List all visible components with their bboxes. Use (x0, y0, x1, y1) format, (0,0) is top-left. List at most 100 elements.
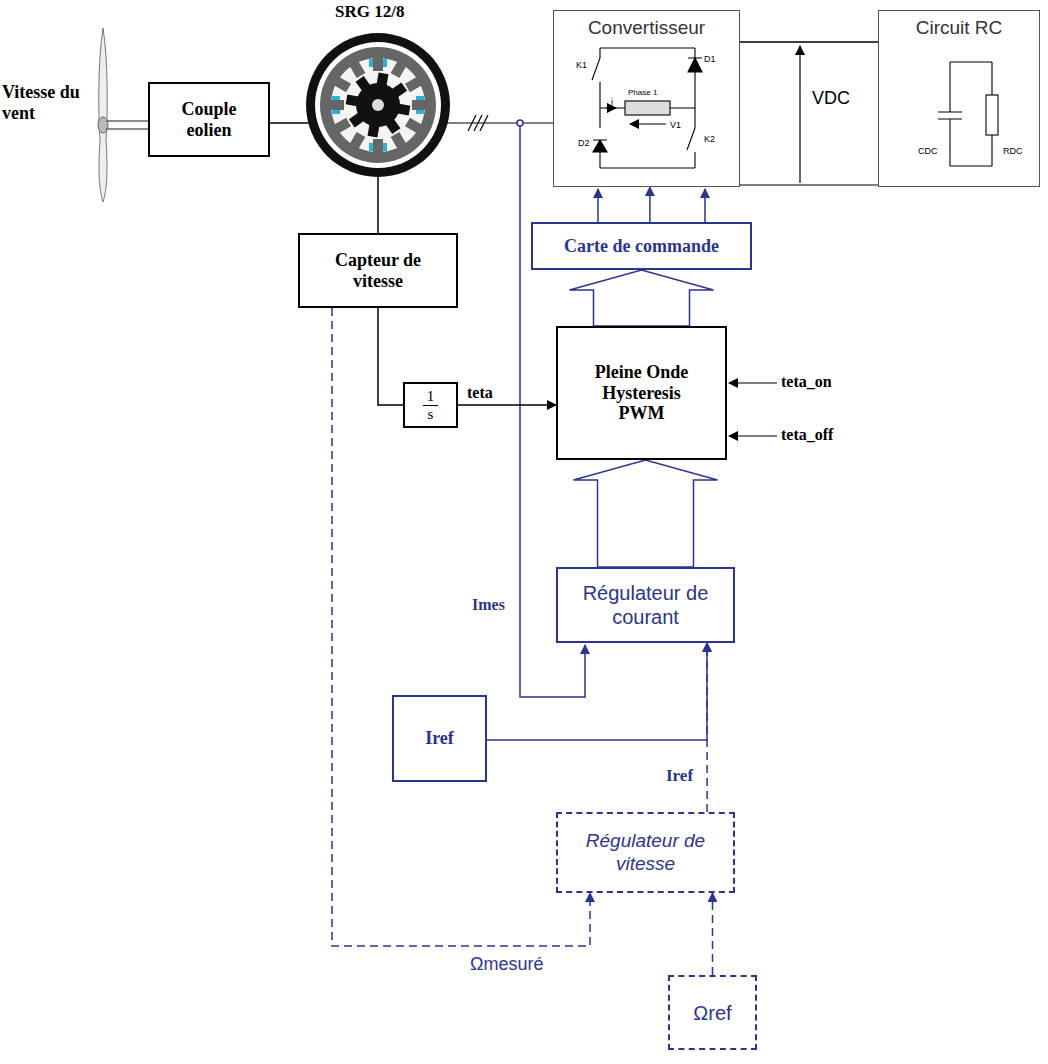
capacitor-label: CDC (918, 146, 938, 156)
phase-coil (416, 110, 424, 114)
node-text: Convertisseur (588, 17, 705, 39)
wind-turbine (98, 28, 148, 202)
phase-coil (416, 96, 424, 100)
control-arrows (598, 189, 705, 222)
converter-circuit (592, 48, 702, 168)
node-text: Circuit RC (916, 17, 1003, 39)
node-text: Régulateur de vitesse (571, 830, 721, 876)
shaft-line (270, 122, 310, 124)
dc-bus (740, 46, 878, 185)
hollow-arrow (570, 270, 714, 326)
text-group: 1s (423, 388, 439, 422)
angle-inputs (729, 383, 777, 436)
stator-pole (373, 55, 383, 71)
control-arrow (649, 187, 651, 222)
annotation: Vitesse du vent (2, 82, 80, 123)
rotor-pole (349, 111, 366, 127)
node-text: Régulateur de courant (571, 581, 721, 629)
hollow-arrow (574, 460, 718, 567)
rc-circuit (938, 62, 998, 166)
process-box: Couple eolien (148, 82, 270, 157)
winding-label: Phase 1 (628, 88, 657, 97)
text-group: Convertisseur (588, 17, 705, 39)
rotor-pole (356, 76, 372, 93)
edge-label: teta (465, 384, 495, 402)
dc-line (740, 41, 878, 43)
switch-label: K1 (576, 60, 587, 70)
phase-coil (383, 143, 387, 151)
dashed-arrow (706, 643, 708, 812)
node-text: 1 (423, 388, 439, 406)
stator-pole (405, 76, 424, 93)
stator-pole (412, 100, 428, 110)
node-text: Ωref (693, 1001, 731, 1025)
integrator-box: 1s (403, 382, 458, 428)
text-group: Régulateur de courant (571, 581, 721, 629)
rc-circuit-box: Circuit RC (878, 10, 1040, 187)
phase-wires (446, 115, 553, 131)
reference-box: Iref (392, 695, 487, 782)
node-text: Carte de commande (564, 236, 719, 257)
frame-gap (315, 42, 441, 168)
stator-bore (331, 58, 425, 152)
diode-label: D1 (704, 54, 716, 64)
phase-coil (332, 96, 340, 100)
text-group: Capteur de vitesse (323, 250, 433, 291)
stator-yoke (320, 47, 436, 163)
dashed-feedback (332, 308, 590, 946)
machine-name: SRG 12/8 (335, 2, 404, 22)
voltage-label: V1 (670, 120, 681, 130)
signal-line (378, 308, 403, 405)
speed-regulator-box: Régulateur de vitesse (556, 812, 735, 893)
stator-pole (349, 59, 366, 78)
reference-line (487, 643, 707, 740)
rotor-pole (376, 73, 388, 89)
text-group: Couple eolien (169, 99, 249, 140)
phase-coil (369, 143, 373, 151)
node-text: s (423, 406, 439, 423)
node-text: Iref (425, 728, 454, 749)
rotor-pole (395, 103, 411, 115)
stator-frame (306, 33, 450, 177)
diode-label: D2 (578, 138, 590, 148)
signal-name: teta_on (781, 373, 832, 391)
phase-coil (383, 59, 387, 67)
stator-pole (373, 139, 383, 155)
resistor-label: RDC (1003, 146, 1023, 156)
rotor-pole (384, 117, 400, 134)
text-group: Pleine Onde Hysteresis PWM (583, 362, 701, 424)
text-group: Ωref (693, 1001, 731, 1025)
stator-pole (391, 59, 408, 78)
speed-reference-box: Ωref (668, 975, 757, 1050)
rotor-shaft (372, 99, 384, 111)
rotor-pole (368, 122, 380, 138)
current-tap (517, 120, 523, 126)
stator-pole (349, 132, 366, 151)
stator-pole (391, 132, 408, 151)
node-text: Capteur de vitesse (323, 250, 433, 291)
stator-pole (328, 100, 344, 110)
text-group: Circuit RC (916, 17, 1003, 39)
text-group: Carte de commande (564, 236, 719, 257)
stator-pole (405, 118, 424, 135)
current-label: i (611, 97, 613, 107)
rotor-pole (346, 95, 362, 107)
imes-wire (520, 126, 585, 697)
node-text: Couple eolien (169, 99, 249, 140)
sensor-shaft (377, 177, 379, 233)
edge-label: Iref (664, 766, 695, 786)
sensor-box: Capteur de vitesse (298, 233, 458, 308)
edge-label: Ωmesuré (468, 954, 545, 975)
signal-name: teta_off (781, 426, 833, 444)
phase-coil (332, 110, 340, 114)
rotor-pole (390, 83, 407, 99)
signal-name: Imes (470, 596, 507, 614)
stator-pole (332, 76, 351, 93)
modulation-box: Pleine Onde Hysteresis PWM (556, 326, 727, 460)
dashed-arrow (712, 893, 714, 975)
signal-arrow (458, 404, 556, 406)
switch-label: K2 (704, 134, 715, 144)
control-board-box: Carte de commande (531, 222, 752, 270)
